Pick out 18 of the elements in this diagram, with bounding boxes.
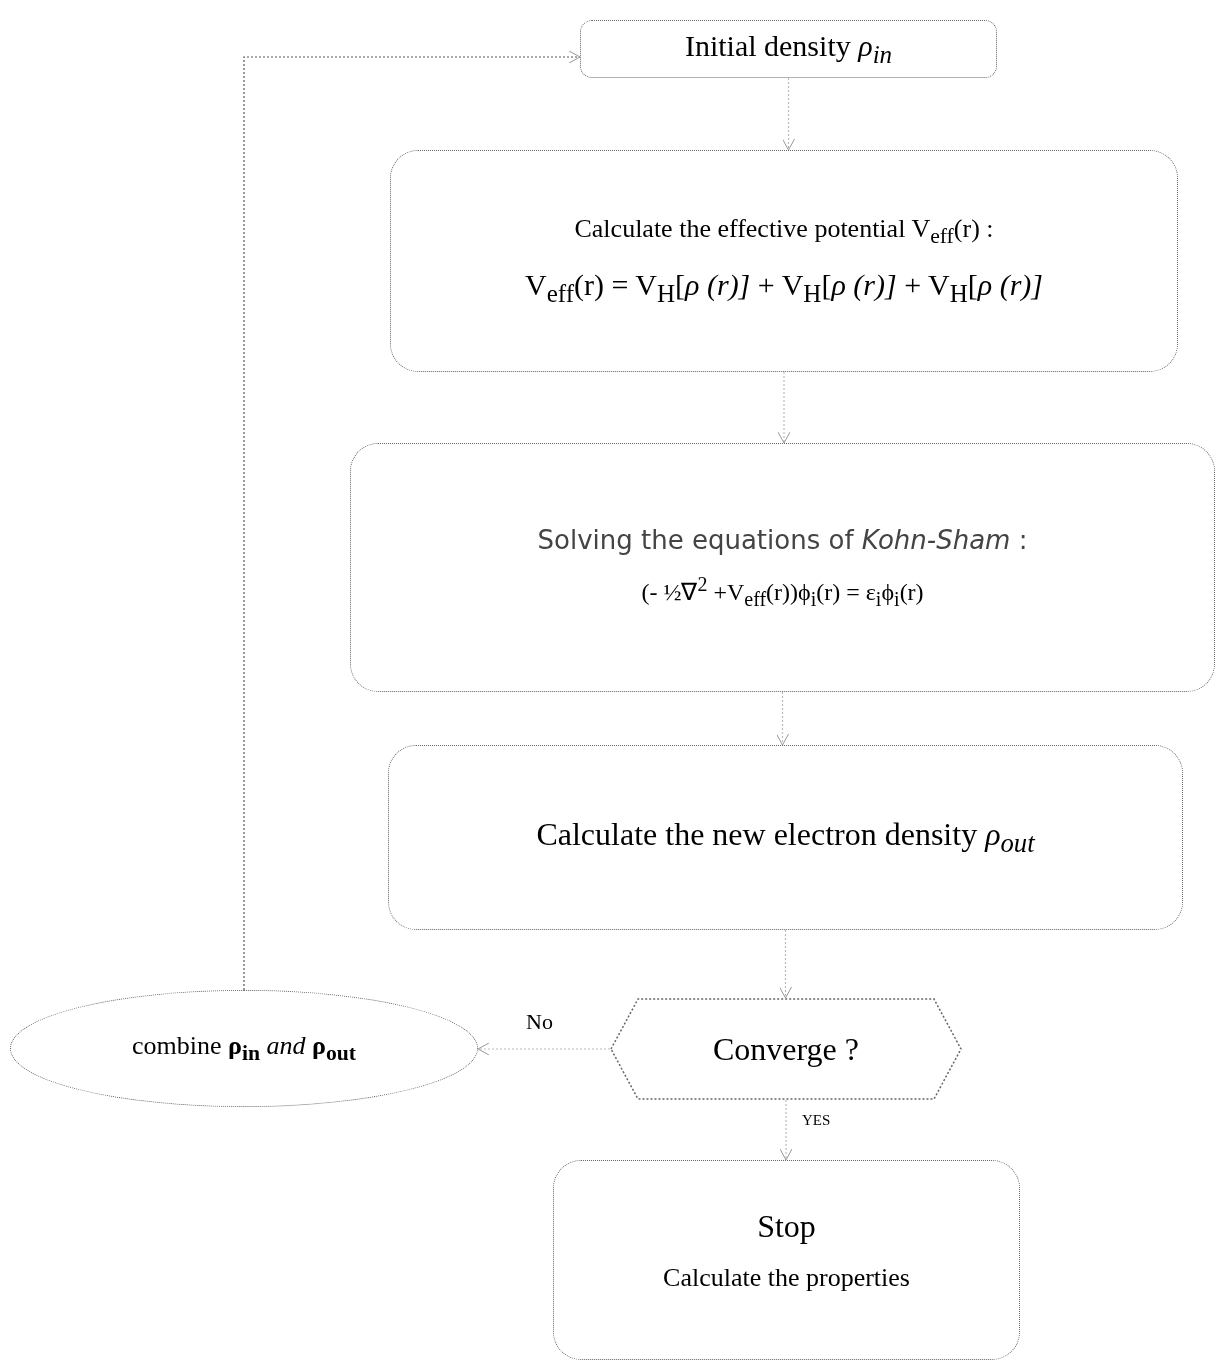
node-text: Initial density ρ$_{in}$ <box>684 29 893 69</box>
arrow <box>477 1042 611 1056</box>
node-heading: Calculate the effective potential V$_{eff}$(r) : <box>574 214 994 250</box>
node-formula: V$_{eff}$(r) = V$_{H}$[ρ (r)] + V$_{H}$[ρ (r)] + V$_{H}$[ρ (r)] <box>525 267 1043 308</box>
arrow <box>782 77 795 151</box>
arrow <box>779 929 792 999</box>
decision-hexagon <box>610 998 962 1100</box>
node-heading: Stop <box>757 1207 816 1245</box>
node-text: combine ρ$_{in}$ and ρ$_{out}$ <box>132 1030 356 1067</box>
node-text: Calculate the new electron density ρ$_{out}$ <box>536 815 1035 860</box>
node-heading: Solving the equations of Kohn-Sham : <box>537 524 1028 555</box>
arrow <box>243 50 581 991</box>
node-text: Calculate the properties <box>663 1262 910 1293</box>
arrow <box>776 691 789 746</box>
node-text: Converge ? <box>713 1030 859 1068</box>
arrow <box>777 371 791 444</box>
node-formula: (- ½∇$^{2}$ +V$_{eff}$(r))ϕ$_{i}$(r) = ε$_{i}$ϕ$_{i}$(r) <box>641 572 924 611</box>
arrow <box>779 1099 793 1161</box>
